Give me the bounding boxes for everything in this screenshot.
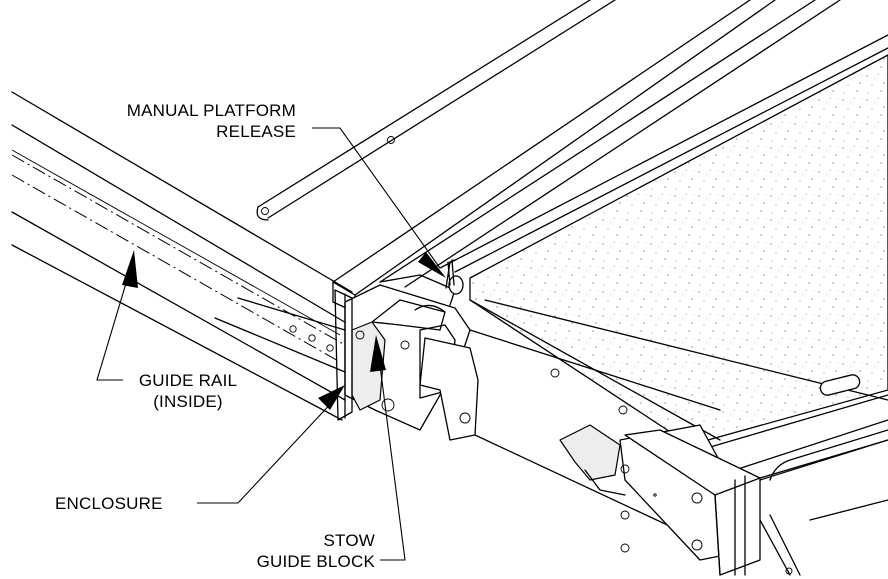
enclosure-plate: [334, 289, 353, 421]
label-manual-platform-release: MANUAL PLATFORM RELEASE: [110, 100, 296, 142]
upper-rail: [256, 0, 888, 313]
stow-guide-block: [344, 274, 479, 441]
leader-stow-guide: [370, 335, 406, 561]
leader-manual-release: [312, 127, 446, 278]
leader-enclosure: [197, 385, 345, 504]
label-stow-line2: GUIDE BLOCK: [256, 552, 375, 571]
label-guide-rail: GUIDE RAIL (INSIDE): [128, 370, 248, 412]
label-guide-rail-line1: GUIDE RAIL: [138, 371, 238, 390]
label-manual-release-line1: MANUAL PLATFORM: [126, 101, 296, 120]
side-beam: [469, 329, 761, 576]
label-manual-release-line2: RELEASE: [216, 122, 296, 141]
leader-guide-rail: [96, 250, 138, 381]
right-arm: [759, 429, 888, 576]
label-guide-rail-line2: (INSIDE): [153, 392, 223, 411]
label-enclosure: ENCLOSURE: [55, 494, 163, 513]
platform-surface: [469, 54, 888, 446]
manual-release-pin: [445, 259, 464, 295]
label-stow-guide-block: STOW GUIDE BLOCK: [170, 530, 375, 572]
label-stow-line1: STOW: [323, 531, 375, 550]
guide-rail-assembly: [11, 91, 357, 421]
